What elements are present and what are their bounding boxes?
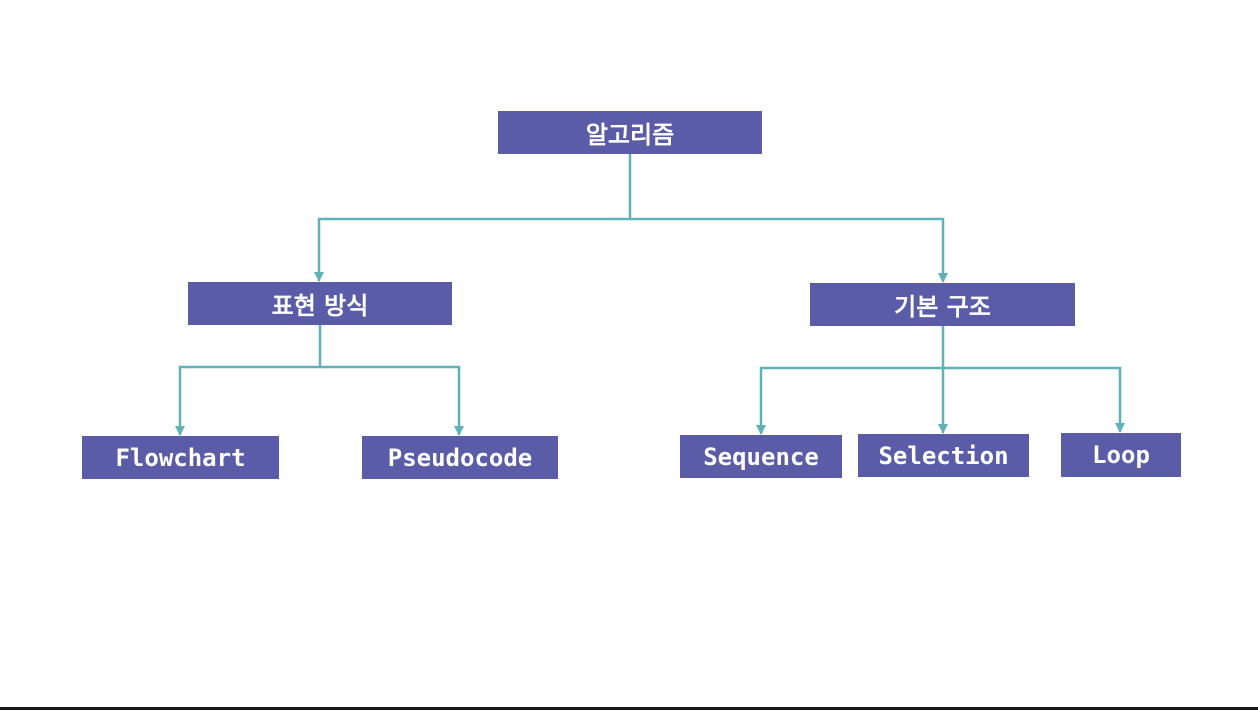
edge-basic-structure-to-loop xyxy=(943,366,1125,433)
node-root-algorithm: 알고리즘 xyxy=(498,111,762,154)
edge-representation-to-flowchart xyxy=(175,325,322,436)
node-sequence: Sequence xyxy=(680,435,842,478)
edge-basic-structure-to-sequence xyxy=(756,366,943,435)
node-representation-method: 표현 방식 xyxy=(188,282,452,325)
node-flowchart: Flowchart xyxy=(82,436,279,479)
node-basic-structure: 기본 구조 xyxy=(810,283,1075,326)
node-loop: Loop xyxy=(1061,433,1181,477)
node-selection: Selection xyxy=(858,434,1029,477)
bottom-border-line xyxy=(0,707,1258,710)
edge-representation-to-pseudocode xyxy=(320,365,464,436)
edge-root-to-representation xyxy=(314,154,632,282)
edge-root-to-basic-structure xyxy=(630,217,948,283)
node-pseudocode: Pseudocode xyxy=(362,436,558,479)
